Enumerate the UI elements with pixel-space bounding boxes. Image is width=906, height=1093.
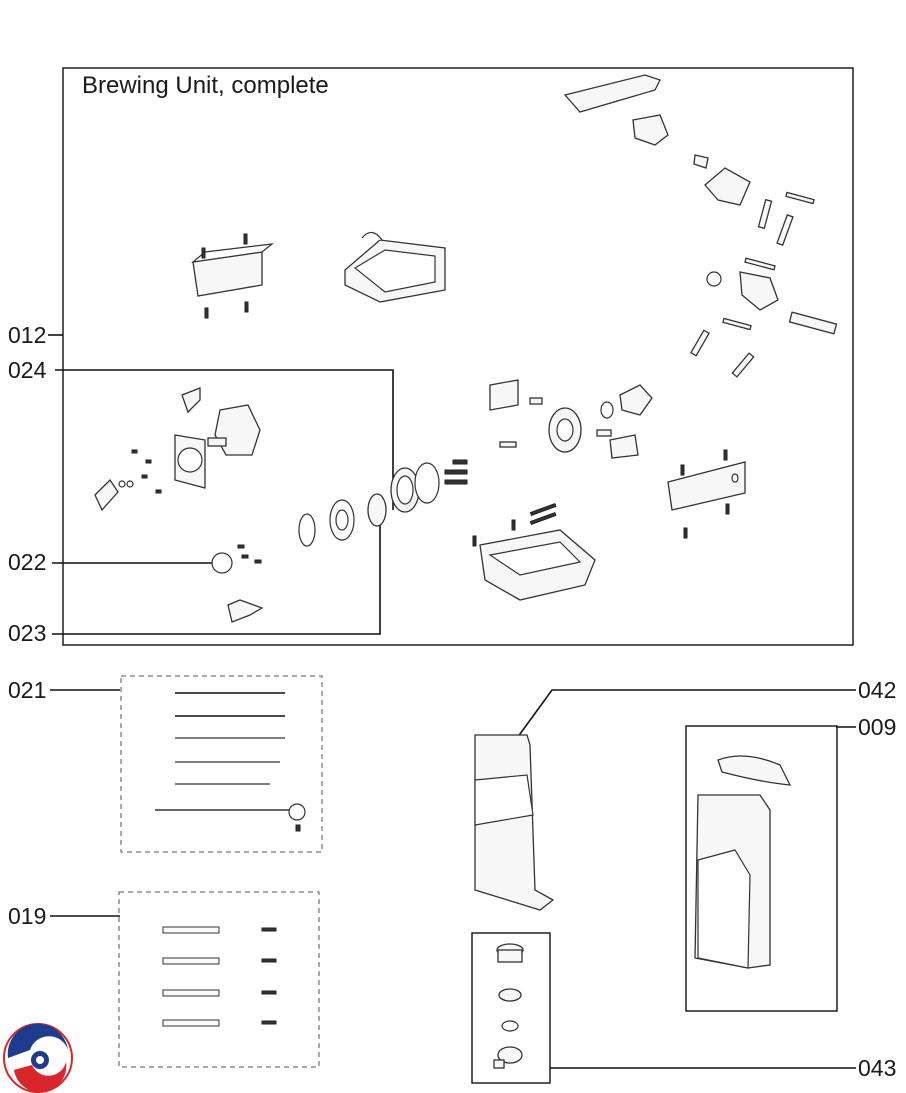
tubes-019 (162, 926, 277, 1027)
callout-012: 012 (8, 322, 47, 348)
lower-housing (472, 502, 596, 601)
bracket-left (190, 233, 275, 319)
tubes-021 (155, 692, 306, 832)
brewing-unit-frame (62, 67, 854, 646)
callout-lines (48, 334, 856, 1069)
callout-043: 043 (858, 1055, 897, 1081)
center-assembly (211, 462, 440, 623)
callout-042: 042 (858, 677, 897, 703)
callout-009: 009 (858, 714, 897, 740)
valve-box (471, 932, 551, 1084)
top-right-parts (563, 74, 838, 378)
diagram-title: Brewing Unit, complete (82, 72, 329, 99)
callout-021: 021 (8, 677, 47, 703)
left-side-parts (94, 387, 261, 512)
callout-019: 019 (8, 903, 47, 929)
bracket-right (667, 449, 746, 539)
callout-022: 022 (8, 549, 47, 575)
tubing-box (120, 675, 323, 853)
tube-fittings-box (118, 891, 320, 1068)
callout-023: 023 (8, 620, 47, 646)
tank-box (685, 725, 838, 1012)
tank-009 (694, 755, 792, 969)
middle-springs (444, 379, 653, 485)
callout-024: 024 (8, 357, 47, 383)
brand-logo-icon (3, 1023, 73, 1093)
valve-parts-043 (493, 943, 524, 1069)
upper-housing (344, 231, 446, 303)
drip-cover-042 (474, 734, 555, 911)
